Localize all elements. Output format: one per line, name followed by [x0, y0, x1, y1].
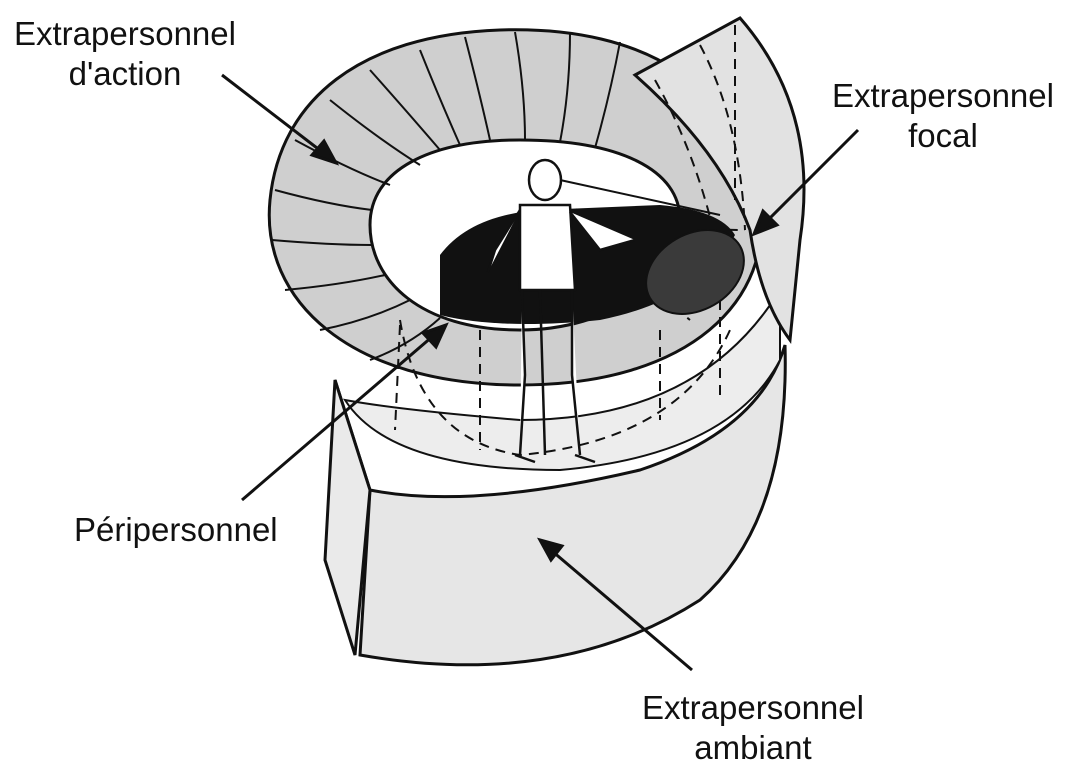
label-extrapersonnel-focal: Extrapersonnel focal — [832, 76, 1054, 156]
label-peri-text: Péripersonnel — [74, 510, 278, 550]
label-extrapersonnel-ambiant: Extrapersonnel ambiant — [642, 688, 864, 764]
label-ambiant-line2: ambiant — [642, 728, 864, 764]
label-action-line2: d'action — [14, 54, 236, 94]
label-peripersonnel: Péripersonnel — [74, 510, 278, 550]
label-action-line1: Extrapersonnel — [14, 14, 236, 54]
label-extrapersonnel-action: Extrapersonnel d'action — [14, 14, 236, 94]
label-focal-line1: Extrapersonnel — [832, 76, 1054, 116]
label-ambiant-line1: Extrapersonnel — [642, 688, 864, 728]
label-focal-line2: focal — [832, 116, 1054, 156]
